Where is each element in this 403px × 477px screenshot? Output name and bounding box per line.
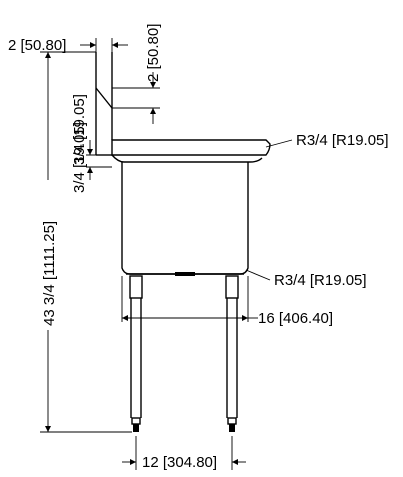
bowl-depth-label: 16 [406.40] — [258, 310, 333, 327]
overall-height-label: 43 3/4 [1111.25] — [41, 221, 58, 326]
leg-spacing-dimension: 12 [304.80] — [122, 436, 246, 471]
backsplash-thickness-dimension: 3/4 [19.05] — [71, 94, 88, 165]
top-vertical-label: 2 [50.80] — [145, 24, 162, 82]
radius-bottom: R3/4 [R19.05] — [245, 269, 367, 289]
bowl-depth-dimension: 16 [406.40] — [121, 276, 333, 327]
radius-top: R3/4 [R19.05] — [265, 132, 389, 149]
lower-thickness-label: 3/4 [19.05] — [71, 122, 88, 193]
radius-top-label: R3/4 [R19.05] — [296, 132, 389, 149]
sink-rim — [111, 139, 271, 163]
leg-spacing-label: 12 [304.80] — [142, 454, 217, 471]
leg-right — [225, 275, 239, 432]
radius-bottom-label: R3/4 [R19.05] — [274, 272, 367, 289]
top-horizontal-dimension: 2 [50.80] — [8, 37, 128, 54]
lower-thickness-dimension: 3/4 [19.05] — [71, 122, 112, 193]
backsplash — [95, 52, 113, 156]
backsplash-thickness-label: 3/4 [19.05] — [71, 94, 88, 165]
sink-bowl — [121, 162, 249, 276]
overall-height-dimension: 43 3/4 [1111.25] — [36, 51, 132, 433]
leg-left — [129, 275, 143, 432]
top-vertical-dimension: 2 [50.80] — [112, 24, 162, 124]
top-horizontal-label: 2 [50.80] — [8, 37, 66, 54]
